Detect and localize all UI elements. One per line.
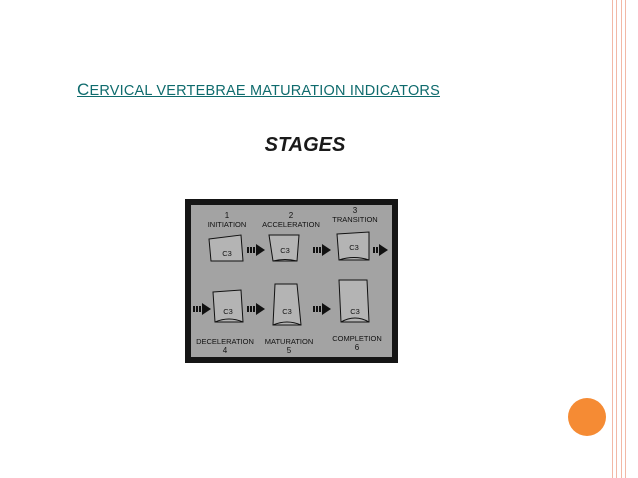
stage-2-vertebra: C3 [268,234,300,262]
arrow-2-3 [313,244,331,256]
svg-text:C3: C3 [222,249,232,258]
svg-text:C3: C3 [350,307,360,316]
stage-5-vertebra: C3 [272,283,302,326]
arrow-5-6 [313,303,331,315]
stage-3-number: 3 [353,206,358,215]
stage-1-number: 1 [225,211,230,220]
stage-3-vertebra: C3 [336,231,370,261]
title-initial: C [77,80,90,99]
stage-2-name: ACCELERATION [262,220,320,229]
stage-1-name: INITIATION [208,220,247,229]
arrow-1-2 [247,244,265,256]
svg-text:C3: C3 [282,307,292,316]
stage-2-number: 2 [289,211,294,220]
arrow-4-5 [247,303,265,315]
stage-4-number: 4 [223,346,228,355]
stage-6-name: COMPLETION [332,334,382,343]
svg-text:C3: C3 [349,243,359,252]
stage-6-vertebra: C3 [338,279,370,323]
stage-4-vertebra: C3 [212,289,244,323]
orange-circle-decoration [568,398,606,436]
slide-title: CERVICAL VERTEBRAE MATURATION INDICATORS [77,80,440,100]
svg-text:C3: C3 [280,246,290,255]
arrow-in-4 [193,303,211,315]
stage-5-number: 5 [287,346,292,355]
stage-5-name: MATURATION [265,337,313,346]
title-rest: ERVICAL VERTEBRAE MATURATION INDICATORS [89,83,440,99]
arrow-3-out [373,244,388,256]
svg-text:C3: C3 [223,307,233,316]
decorative-border [610,0,638,478]
stage-3-name: TRANSITION [332,215,377,224]
stage-4-name: DECELERATION [196,337,254,346]
cvm-stages-figure: 1 INITIATION 2 ACCELERATION 3 TRANSITION… [185,199,398,363]
slide-subtitle: STAGES [264,134,346,156]
stage-6-number: 6 [355,343,360,352]
stage-1-vertebra: C3 [208,234,244,262]
